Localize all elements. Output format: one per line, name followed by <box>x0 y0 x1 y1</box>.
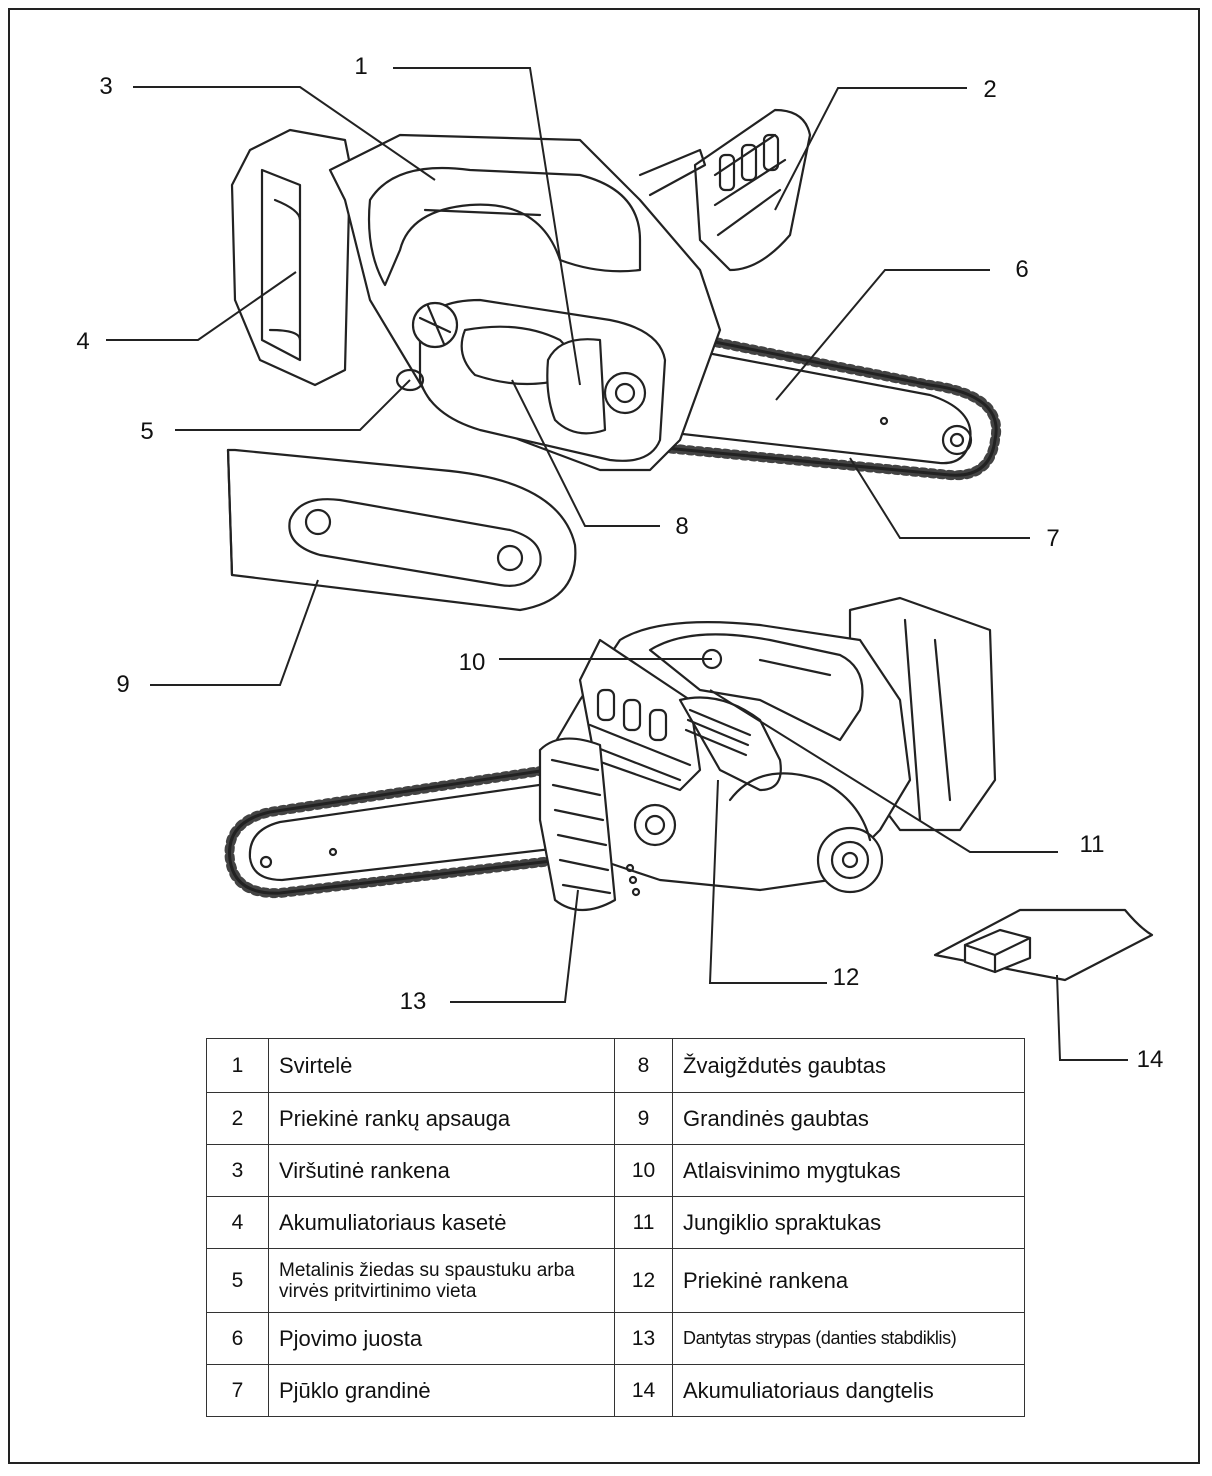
callout-12: 12 <box>832 964 860 991</box>
item-number: 7 <box>206 1364 269 1417</box>
callout-10: 10 <box>458 649 486 676</box>
callout-11: 11 <box>1079 831 1105 858</box>
table-row: 3 Viršutinė rankena 10 Atlaisvinimo mygt… <box>206 1144 1025 1197</box>
table-row: 2 Priekinė rankų apsauga 9 Grandinės gau… <box>206 1092 1025 1145</box>
item-number: 9 <box>614 1092 673 1145</box>
item-label: Grandinės gaubtas <box>672 1092 1025 1145</box>
item-number: 8 <box>614 1038 673 1093</box>
item-label: Svirtelė <box>268 1038 615 1093</box>
table-row: 1 Svirtelė 8 Žvaigždutės gaubtas <box>206 1038 1025 1093</box>
chain-cover-drawing <box>226 448 577 612</box>
item-number: 13 <box>614 1312 673 1365</box>
callout-7: 7 <box>1046 525 1060 552</box>
item-label: Pjovimo juosta <box>268 1312 615 1365</box>
item-label: Priekinė rankų apsauga <box>268 1092 615 1145</box>
table-row: 4 Akumuliatoriaus kasetė 11 Jungiklio sp… <box>206 1196 1025 1249</box>
top-saw-drawing <box>230 108 1002 481</box>
item-number: 12 <box>614 1248 673 1313</box>
item-label: Žvaigždutės gaubtas <box>672 1038 1025 1093</box>
item-number: 11 <box>614 1196 673 1249</box>
item-number: 5 <box>206 1248 269 1313</box>
item-label: Akumuliatoriaus dangtelis <box>672 1364 1025 1417</box>
item-label: Jungiklio spraktukas <box>672 1196 1025 1249</box>
item-label: Priekinė rankena <box>672 1248 1025 1313</box>
item-label: Pjūklo grandinė <box>268 1364 615 1417</box>
callout-4: 4 <box>76 328 90 355</box>
callout-9: 9 <box>116 671 130 698</box>
table-row: 5 Metalinis žiedas su spaustuku arba vir… <box>206 1248 1025 1313</box>
item-label: Akumuliatoriaus kasetė <box>268 1196 615 1249</box>
callout-14: 14 <box>1136 1046 1164 1073</box>
diagram-frame <box>8 8 1200 1464</box>
callout-2: 2 <box>983 76 997 103</box>
item-label: Atlaisvinimo mygtukas <box>672 1144 1025 1197</box>
callout-3: 3 <box>99 73 113 100</box>
item-number: 6 <box>206 1312 269 1365</box>
item-number: 10 <box>614 1144 673 1197</box>
callout-6: 6 <box>1015 256 1029 283</box>
item-number: 2 <box>206 1092 269 1145</box>
item-number: 1 <box>206 1038 269 1093</box>
parts-legend-table: 1 Svirtelė 8 Žvaigždutės gaubtas 2 Priek… <box>206 1038 1025 1417</box>
item-label: Dantytas strypas (danties stabdiklis) <box>672 1312 1025 1365</box>
callout-8: 8 <box>675 513 689 540</box>
item-number: 3 <box>206 1144 269 1197</box>
callout-13: 13 <box>399 988 427 1015</box>
table-row: 6 Pjovimo juosta 13 Dantytas strypas (da… <box>206 1312 1025 1365</box>
item-number: 4 <box>206 1196 269 1249</box>
battery-cover-drawing <box>933 908 1154 982</box>
table-row: 7 Pjūklo grandinė 14 Akumuliatoriaus dan… <box>206 1364 1025 1417</box>
callout-5: 5 <box>140 418 154 445</box>
item-label: Metalinis žiedas su spaustuku arba virvė… <box>268 1248 615 1313</box>
item-number: 14 <box>614 1364 673 1417</box>
leader-lines <box>106 67 1128 1061</box>
callout-1: 1 <box>354 53 368 80</box>
bottom-saw-drawing <box>224 596 997 911</box>
item-label: Viršutinė rankena <box>268 1144 615 1197</box>
